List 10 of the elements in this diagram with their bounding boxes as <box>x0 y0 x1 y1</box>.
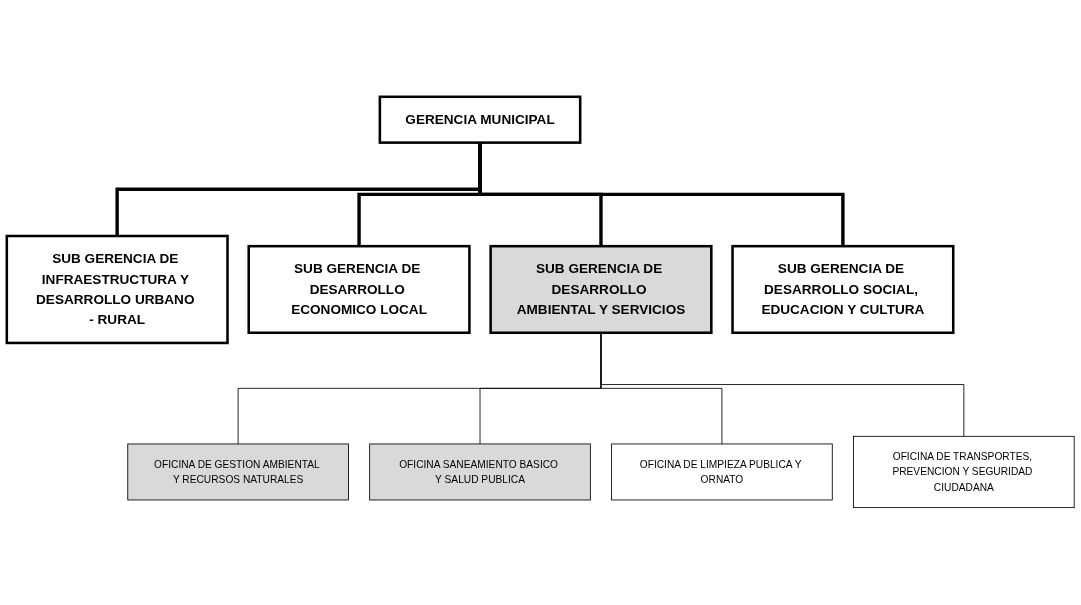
node-box: OFICINA DE GESTION AMBIENTAL Y RECURSOS NATURALES <box>127 443 349 501</box>
node-box: OFICINA DE LIMPIEZA PUBLICA Y ORNATO <box>611 443 833 501</box>
node-box: SUB GERENCIA DE DESARROLLO ECONOMICO LOCAL <box>247 245 471 335</box>
node-box: GERENCIA MUNICIPAL <box>378 95 582 145</box>
node-box: SUB GERENCIA DE DESARROLLO AMBIENTAL Y SERVICIOS <box>489 245 713 335</box>
node-box: OFICINA SANEAMIENTO BASICO Y SALUD PUBLICA <box>369 443 591 501</box>
node-box: SUB GERENCIA DE INFRAESTRUCTURA Y DESARROLLO URBANO - RURAL <box>5 235 229 345</box>
node-box: SUB GERENCIA DE DESARROLLO SOCIAL, EDUCACION Y CULTURA <box>731 245 955 335</box>
connector <box>478 142 845 247</box>
node-box: OFICINA DE TRANSPORTES, PREVENCION Y SEGURIDAD CIUDADANA <box>853 436 1075 509</box>
